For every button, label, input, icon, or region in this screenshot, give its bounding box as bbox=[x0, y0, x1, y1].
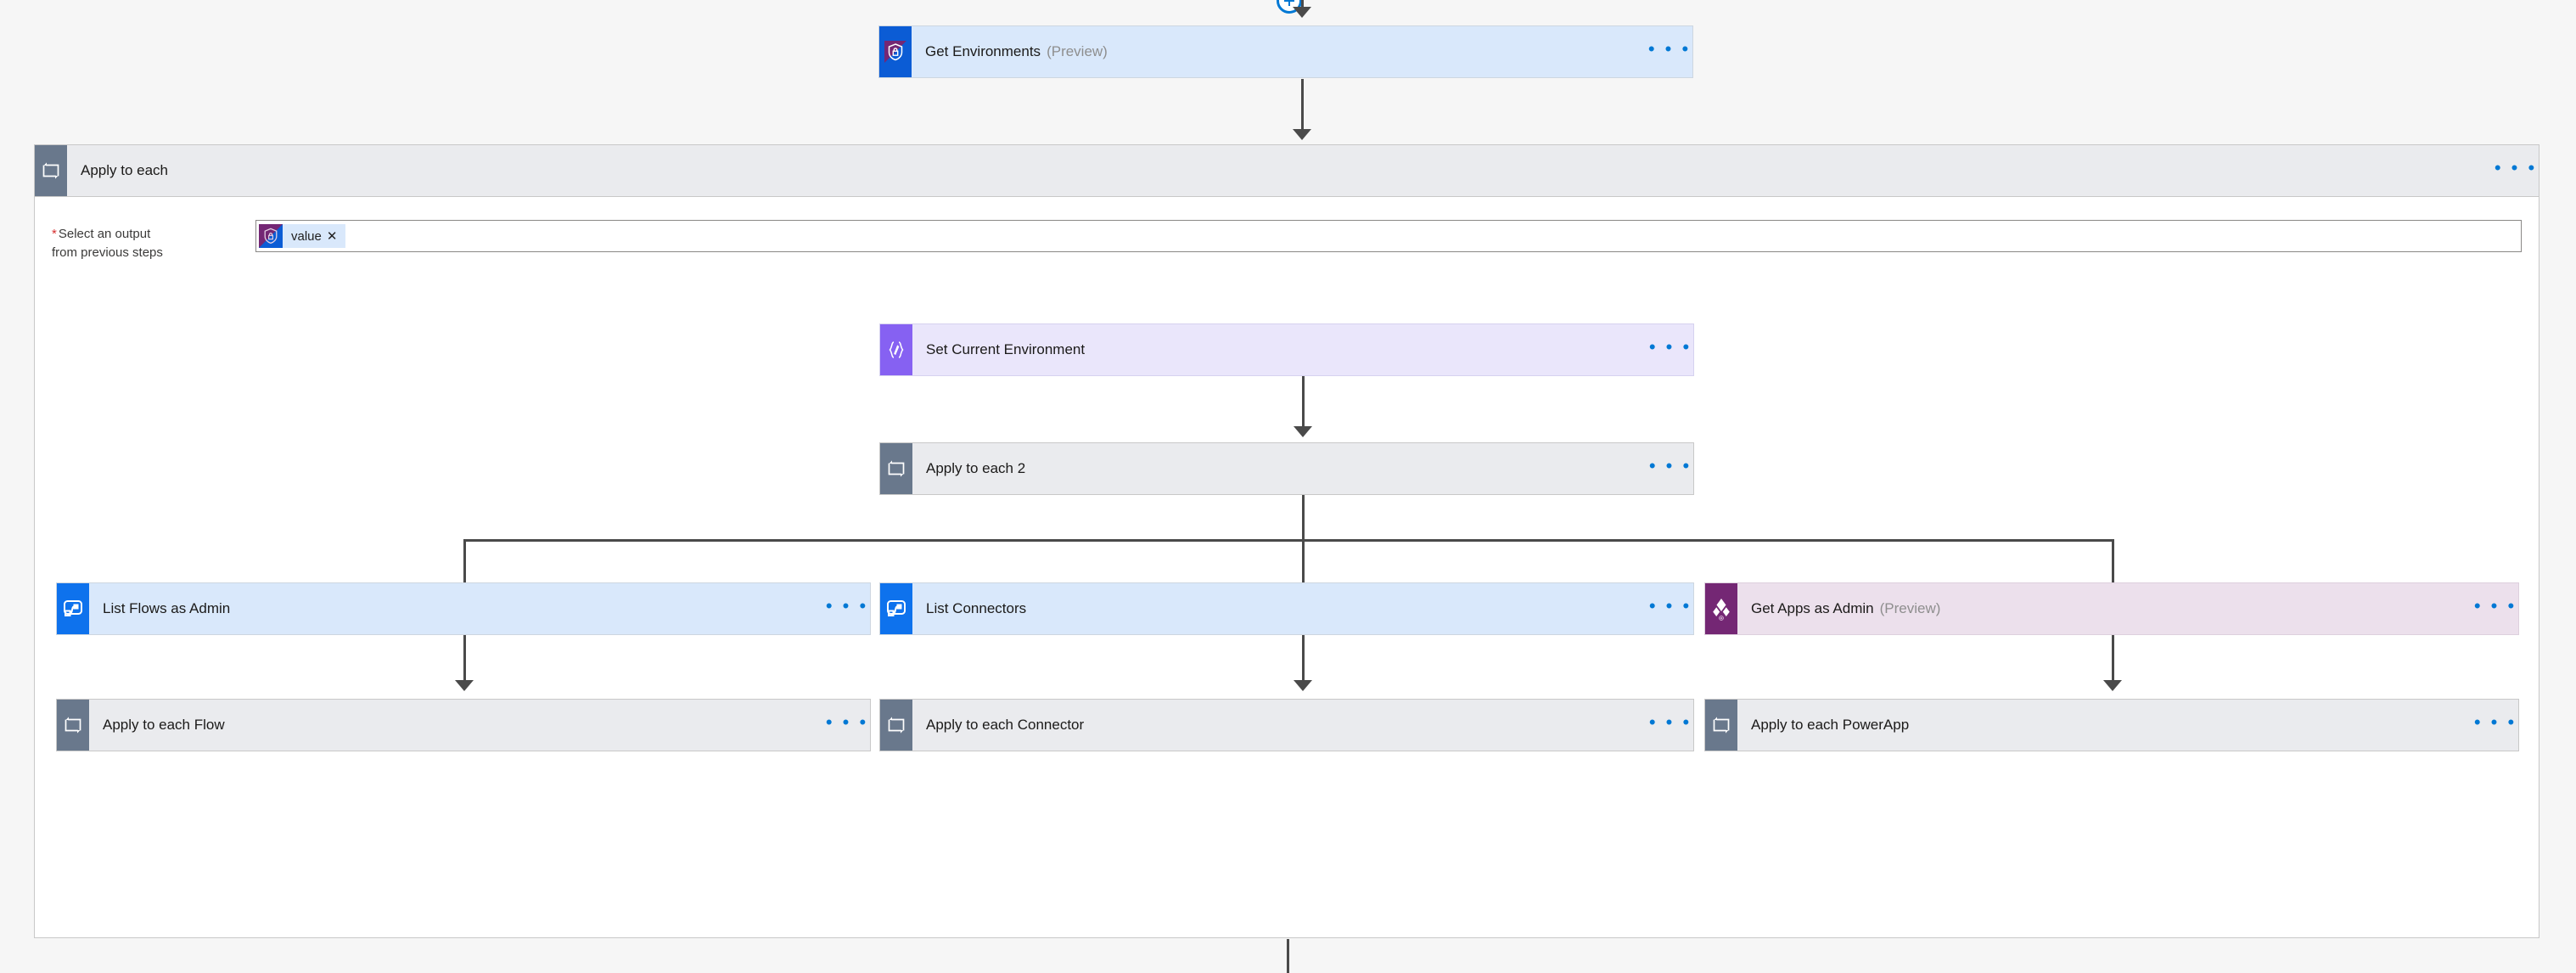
step-menu-button[interactable]: • • • bbox=[2473, 711, 2517, 733]
required-asterisk: * bbox=[52, 227, 57, 241]
step-menu-button[interactable]: • • • bbox=[1648, 336, 1692, 357]
preview-badge: (Preview) bbox=[1879, 600, 1941, 616]
loop-icon bbox=[35, 145, 67, 196]
loop-icon bbox=[1705, 700, 1737, 751]
connector-line bbox=[1301, 0, 1304, 8]
step-card-get-environments[interactable]: Get Environments (Preview) • • • bbox=[878, 25, 1693, 78]
apply-to-each-title: Apply to each bbox=[81, 162, 169, 178]
step-title: Apply to each PowerApp bbox=[1737, 700, 2472, 751]
step-menu-button[interactable]: • • • bbox=[1647, 38, 1692, 59]
step-card-get-apps-as-admin[interactable]: Get Apps as Admin (Preview) • • • bbox=[1704, 582, 2519, 635]
connector-line bbox=[1302, 495, 1305, 541]
apply-to-each-header[interactable]: Apply to each • • • bbox=[34, 144, 2540, 197]
flow-management-icon bbox=[880, 583, 912, 634]
connector-line bbox=[1287, 939, 1289, 973]
select-output-label: *Select an output from previous steps bbox=[52, 220, 255, 262]
loop-icon bbox=[57, 700, 89, 751]
step-label: Get Environments bbox=[925, 43, 1041, 59]
select-output-param-row: *Select an output from previous steps bbox=[52, 220, 2522, 262]
step-card-apply-to-each-flow[interactable]: Apply to each Flow • • • bbox=[56, 699, 871, 751]
select-output-label-line2: from previous steps bbox=[52, 245, 163, 260]
step-title: List Flows as Admin bbox=[89, 583, 824, 634]
step-menu-button[interactable]: • • • bbox=[1648, 711, 1692, 733]
token-label: value bbox=[291, 228, 322, 244]
apply-to-each-menu-button[interactable]: • • • bbox=[2494, 157, 2538, 178]
step-menu-button[interactable]: • • • bbox=[2473, 595, 2517, 616]
step-label: Get Apps as Admin bbox=[1751, 600, 1874, 616]
shield-lock-icon bbox=[879, 26, 912, 77]
connector-line bbox=[1302, 635, 1305, 683]
apply-to-each-scope: Apply to each • • • *Select an output fr… bbox=[34, 144, 2540, 938]
step-title: Apply to each Connector bbox=[912, 700, 1647, 751]
connector-line bbox=[1301, 79, 1304, 132]
step-menu-button[interactable]: • • • bbox=[1648, 455, 1692, 476]
preview-badge: (Preview) bbox=[1047, 43, 1108, 59]
step-title: Apply to each Flow bbox=[89, 700, 824, 751]
step-title: Set Current Environment bbox=[912, 324, 1647, 375]
powerapps-admin-icon bbox=[1705, 583, 1737, 634]
step-label: Set Current Environment bbox=[926, 341, 1086, 357]
dynamic-content-token[interactable]: value ✕ bbox=[259, 224, 346, 248]
step-menu-button[interactable]: • • • bbox=[825, 711, 869, 733]
step-title: List Connectors bbox=[912, 583, 1647, 634]
flow-management-icon bbox=[57, 583, 89, 634]
connector-line bbox=[463, 635, 466, 683]
connector-arrow bbox=[2103, 680, 2122, 691]
step-menu-button[interactable]: • • • bbox=[825, 595, 869, 616]
loop-icon bbox=[880, 700, 912, 751]
connector-arrow bbox=[1293, 7, 1311, 18]
shield-lock-icon bbox=[259, 224, 283, 248]
step-label: List Connectors bbox=[926, 600, 1027, 616]
compose-braces-icon bbox=[880, 324, 912, 375]
connector-arrow bbox=[1293, 129, 1311, 140]
step-label: List Flows as Admin bbox=[103, 600, 231, 616]
step-title: Get Environments (Preview) bbox=[912, 26, 1647, 77]
connector-line bbox=[2112, 539, 2114, 588]
connector-line bbox=[1302, 539, 1305, 588]
step-card-apply-to-each-powerapp[interactable]: Apply to each PowerApp • • • bbox=[1704, 699, 2519, 751]
connector-arrow bbox=[1294, 680, 1312, 691]
step-title: Apply to each 2 bbox=[912, 443, 1647, 494]
step-menu-button[interactable]: • • • bbox=[1648, 595, 1692, 616]
step-label: Apply to each 2 bbox=[926, 460, 1026, 476]
step-label: Apply to each Connector bbox=[926, 717, 1085, 733]
connector-line bbox=[1302, 376, 1305, 429]
step-label: Apply to each Flow bbox=[103, 717, 225, 733]
step-title: Get Apps as Admin (Preview) bbox=[1737, 583, 2472, 634]
step-card-apply-to-each-2[interactable]: Apply to each 2 • • • bbox=[879, 442, 1694, 495]
connector-arrow bbox=[1294, 426, 1312, 437]
select-output-input[interactable]: value ✕ bbox=[255, 220, 2522, 252]
step-card-list-connectors[interactable]: List Connectors • • • bbox=[879, 582, 1694, 635]
step-label: Apply to each PowerApp bbox=[1751, 717, 1910, 733]
step-card-list-flows-as-admin[interactable]: List Flows as Admin • • • bbox=[56, 582, 871, 635]
connector-arrow bbox=[455, 680, 474, 691]
branch-split-line bbox=[463, 539, 2114, 542]
connector-line bbox=[463, 539, 466, 588]
loop-icon bbox=[880, 443, 912, 494]
close-icon[interactable]: ✕ bbox=[326, 229, 338, 244]
step-card-set-current-environment[interactable]: Set Current Environment • • • bbox=[879, 323, 1694, 376]
step-card-apply-to-each-connector[interactable]: Apply to each Connector • • • bbox=[879, 699, 1694, 751]
connector-line bbox=[2112, 635, 2114, 683]
select-output-label-line1: Select an output bbox=[58, 227, 151, 241]
